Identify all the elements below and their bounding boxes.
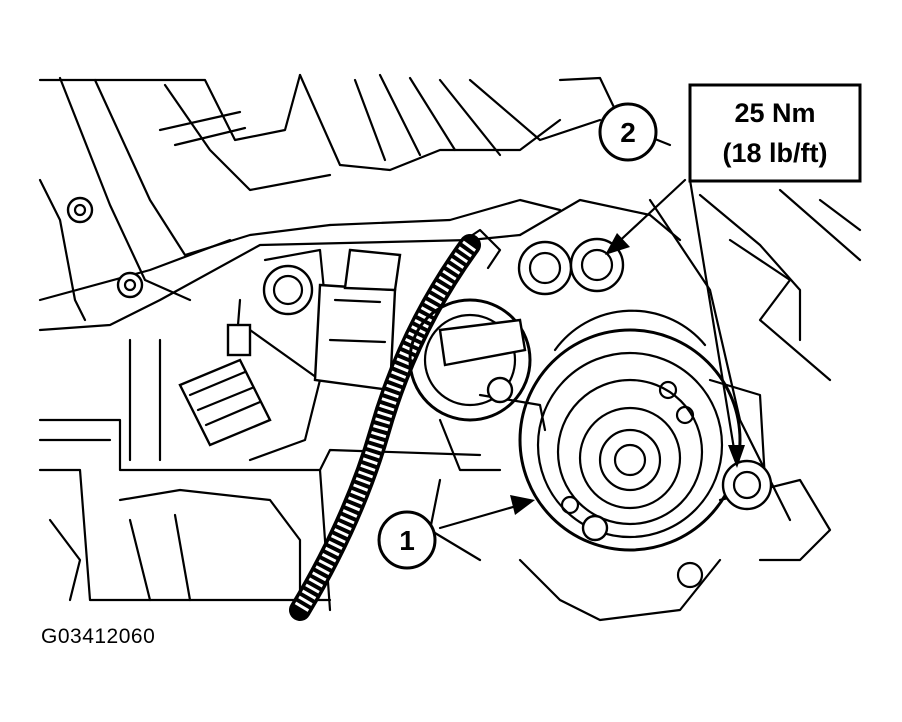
callout-1-label: 1: [399, 525, 415, 556]
pulley-bolt-lower-right: [721, 459, 773, 511]
torque-spec-box: 25 Nm (18 lb/ft): [688, 83, 862, 183]
figure-id: G03412060: [41, 625, 156, 648]
right-bracket: [428, 188, 862, 622]
arrow-head-2b: [728, 445, 745, 468]
callout-2-label: 2: [620, 117, 636, 148]
upper-bolt-pair: [517, 198, 682, 296]
callout-2: 2: [598, 102, 658, 162]
wiring-plug: [313, 248, 402, 392]
bolt-bracket-top: [262, 248, 327, 316]
torque-imperial: (18 lb/ft): [723, 138, 828, 168]
sensor-connector: [178, 298, 272, 447]
center-housing: [408, 298, 547, 472]
callout-1: 1: [377, 510, 437, 570]
wiring-loom: [289, 228, 502, 621]
bolt-group-left: [66, 196, 144, 299]
arrow-head-1: [510, 495, 535, 515]
arrow-head-2a: [605, 233, 630, 255]
leader-arrows: [438, 135, 745, 530]
air-intake-housing: [38, 73, 622, 322]
pulley-assembly: [518, 309, 742, 589]
torque-metric: 25 Nm: [734, 98, 815, 128]
